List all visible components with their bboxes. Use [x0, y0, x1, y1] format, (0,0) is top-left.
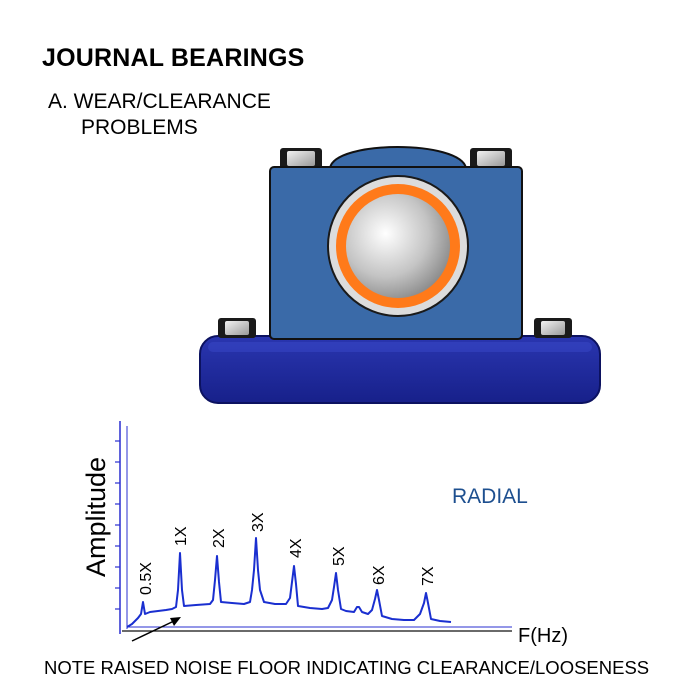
noise-floor-arrow [131, 617, 181, 642]
housing-cap [328, 146, 468, 169]
peak-label-3x: 3X [250, 512, 267, 532]
subtitle-line-1: A. WEAR/CLEARANCE [48, 90, 271, 113]
bearing-illustration [199, 146, 601, 404]
peak-label-5x: 5X [331, 546, 348, 566]
journal-shaft [346, 194, 450, 298]
bolt-icon [534, 318, 572, 338]
peak-label-4x: 4X [288, 538, 305, 558]
bolt-icon [470, 148, 512, 170]
x-axis-label: F(Hz) [518, 625, 568, 647]
peak-label-7x: 7X [420, 566, 437, 586]
peak-label-0.5x: 0.5X [138, 562, 155, 595]
peak-label-1x: 1X [173, 526, 190, 546]
y-axis-ticks [115, 440, 120, 610]
peak-label-6x: 6X [371, 565, 388, 585]
peak-label-2x: 2X [211, 528, 228, 548]
spectrum-trace [126, 537, 452, 628]
y-axis-label: Amplitude [81, 457, 111, 577]
bolt-icon [280, 148, 322, 170]
bolt-icon [218, 318, 256, 338]
direction-label: RADIAL [452, 485, 528, 508]
spectrum-chart: Amplitude F(Hz) RADIAL 0.5X 1X 2X 3X 4X … [81, 421, 568, 647]
page-title: JOURNAL BEARINGS [42, 44, 305, 72]
footnote: NOTE RAISED NOISE FLOOR INDICATING CLEAR… [44, 657, 650, 678]
subtitle-line-2: PROBLEMS [81, 116, 198, 139]
